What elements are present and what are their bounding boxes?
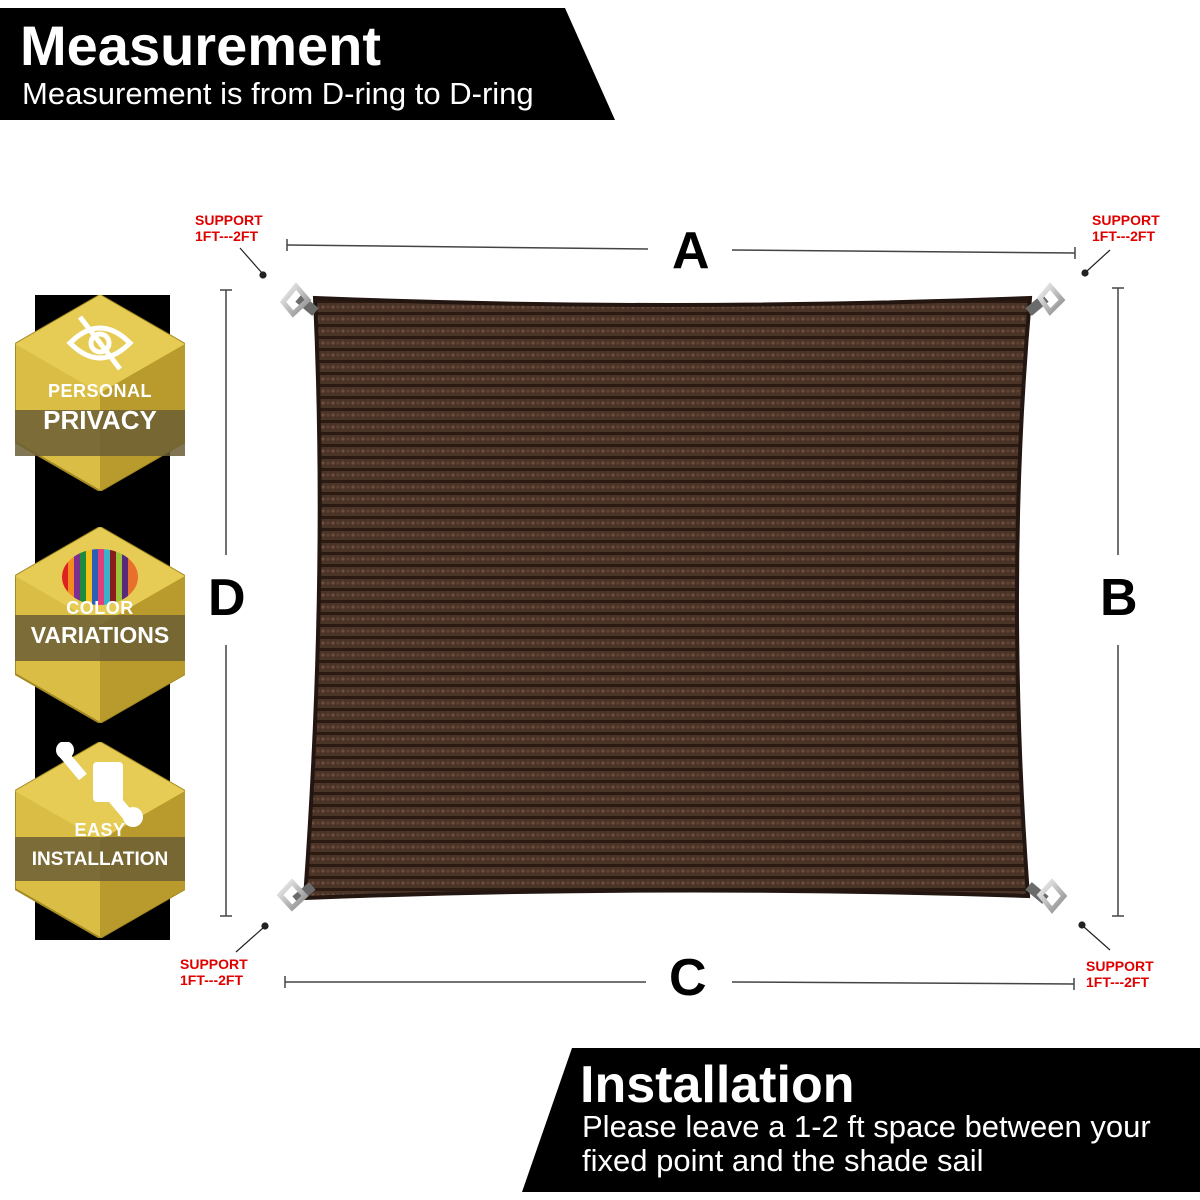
support-line2: 1FT---2FT [1086, 974, 1149, 990]
feature-installation-top: EASY [74, 820, 126, 840]
support-line2: 1FT---2FT [1092, 228, 1155, 244]
installation-title: Installation [580, 1056, 855, 1114]
installation-description: Please leave a 1-2 ft space between your… [582, 1109, 1151, 1178]
feature-privacy-top: PERSONAL [47, 381, 152, 401]
support-line1: SUPPORT [180, 956, 248, 972]
measurement-subtitle: Measurement is from D-ring to D-ring [22, 76, 534, 111]
d-ring-top-right [1025, 282, 1066, 316]
shade-sail [302, 295, 1033, 901]
feature-badge-color: COLOR VARIATIONS [15, 527, 185, 723]
feature-installation-main: INSTALLATION [31, 849, 169, 870]
tools-icon [56, 742, 143, 827]
eye-slash-icon [66, 315, 134, 371]
d-ring-bottom-right [1025, 878, 1068, 914]
d-ring-bottom-left [276, 878, 316, 912]
support-line2: 1FT---2FT [180, 972, 243, 988]
support-line1: SUPPORT [195, 212, 263, 228]
dimension-label-c: C [669, 949, 707, 1007]
support-note-bottom-left: SUPPORT 1FT---2FT [180, 956, 248, 988]
d-ring-top-left [279, 282, 319, 318]
support-pointers [235, 247, 1111, 953]
feature-badge-privacy: PERSONAL PRIVACY [15, 295, 185, 491]
measurement-banner: Measurement Measurement is from D-ring t… [0, 8, 615, 120]
dimension-lines [220, 239, 1124, 990]
support-note-top-left: SUPPORT 1FT---2FT [195, 212, 263, 244]
support-note-bottom-right: SUPPORT 1FT---2FT [1086, 958, 1154, 990]
support-line2: 1FT---2FT [195, 228, 258, 244]
color-swatch-icon [62, 549, 138, 605]
feature-color-top: COLOR [66, 598, 134, 618]
installation-banner: Installation Please leave a 1-2 ft space… [522, 1048, 1200, 1192]
feature-badge-installation: EASY INSTALLATION [15, 742, 185, 938]
dimension-label-a: A [672, 222, 710, 280]
dimension-label-b: B [1100, 569, 1138, 627]
measurement-title: Measurement [20, 14, 382, 77]
dimension-label-d: D [208, 569, 246, 627]
support-line1: SUPPORT [1092, 212, 1160, 228]
feature-privacy-main: PRIVACY [43, 405, 157, 435]
support-line1: SUPPORT [1086, 958, 1154, 974]
support-note-top-right: SUPPORT 1FT---2FT [1092, 212, 1160, 244]
feature-color-main: VARIATIONS [30, 622, 170, 648]
